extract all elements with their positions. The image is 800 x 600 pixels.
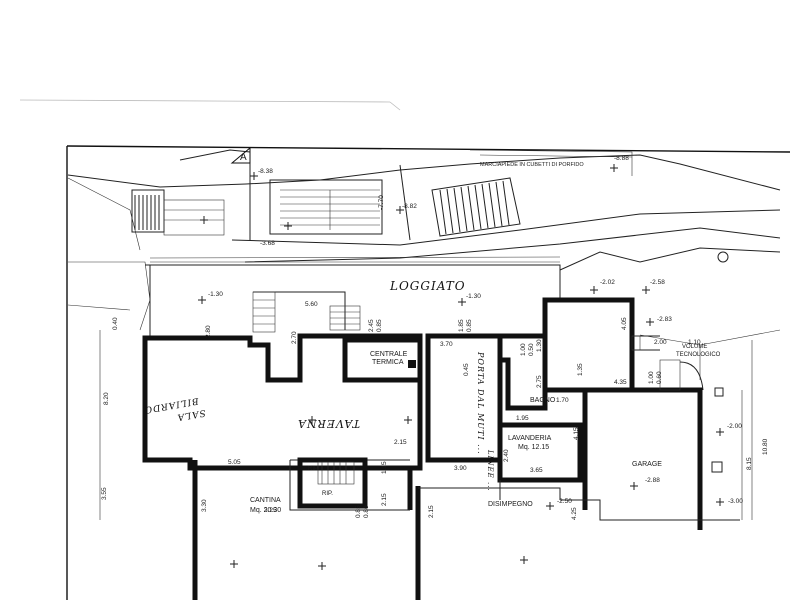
sheet-border-top: [66, 145, 791, 153]
elevation-8-38: -8.38: [258, 168, 273, 175]
room-label-sala: SALA: [176, 407, 206, 422]
elevation-2-83: -2.83: [657, 316, 672, 323]
elevation-8-82: -8.82: [402, 203, 417, 210]
room-label-centrale: CENTRALE: [370, 351, 408, 358]
dim-0-80: 0.80: [363, 505, 370, 518]
dim-1-85: 1.85: [458, 319, 465, 332]
dim-3-70: 3.70: [440, 341, 453, 348]
room-label-tecnologico: TECNOLOGICO: [676, 352, 721, 358]
dim-2-15-c: 2.15: [428, 505, 435, 518]
room-label-rip-2: RIP.: [322, 491, 333, 497]
room-label-disimpegno: DISIMPEGNO: [488, 501, 533, 508]
room-area-lavanderia: Mq. 12.15: [518, 444, 549, 451]
ramp: [431, 177, 521, 237]
elevation-2-58: -2.58: [650, 279, 665, 286]
elevation-5-60: 5.60: [305, 301, 318, 308]
dim-2-45: 2.45: [368, 319, 375, 332]
dim-3-90: 3.90: [454, 465, 467, 472]
dim-10-80: 10.80: [762, 438, 769, 455]
room-label-volume: VOLUME: [682, 344, 707, 350]
central-stair: [269, 179, 383, 235]
handwritten-note: PORTA DAL MUTI ...: [476, 351, 485, 455]
dim-4-35: 4.35: [614, 379, 627, 386]
elevation-2-88: -2.88: [645, 477, 660, 484]
dim-0-40: 0.40: [112, 317, 119, 330]
dim-3-30: 3.30: [201, 499, 208, 512]
room-label-taverna: TAVERNA: [297, 417, 360, 430]
dim-1-70: 1.70: [556, 397, 569, 404]
elevation-1-30-b: -1.30: [466, 293, 481, 300]
dim-0-45: 0.45: [463, 363, 470, 376]
dim-5-05: 5.05: [228, 459, 241, 466]
dim-1-00-b: 1.00: [648, 371, 655, 384]
dim-0-85-c: 0.85: [355, 505, 362, 518]
dim-1-10: 1.10: [688, 339, 701, 346]
elevation-3-00: -3.00: [728, 498, 743, 505]
dim-2-00: 2.00: [654, 339, 667, 346]
elevation-2-50: -2.50: [557, 498, 572, 505]
dim-1-30: 1.30: [536, 339, 543, 352]
room-label-termica: TERMICA: [372, 359, 404, 366]
elevation-1-30-a: -1.30: [208, 291, 223, 298]
dim-1-15: 1.15: [381, 461, 388, 474]
room-label-lavanderia: LAVANDERIA: [508, 435, 552, 442]
dim-3-55: 3.55: [101, 487, 108, 500]
elevation-7-70: -7.70: [378, 195, 385, 210]
dim-2-80: 2.80: [205, 325, 212, 338]
room-label-cantina: CANTINA: [250, 497, 281, 504]
dim-2-15-a: 2.15: [394, 439, 407, 446]
dim-1-95: 1.95: [516, 415, 529, 422]
dim-1-00: 1.00: [520, 343, 527, 356]
dim-8-15: 8.15: [746, 457, 753, 470]
dim-4-25: 4.25: [571, 507, 578, 520]
section-marker-label: A: [240, 152, 247, 163]
elevation-3-68: -3.68: [260, 240, 275, 247]
dimension-labels: 0.40 2.80 2.70 2.45 0.85 1.85 0.85 3.70 …: [101, 317, 769, 520]
dim-2-70: 2.70: [291, 331, 298, 344]
dim-2-75: 2.75: [536, 375, 543, 388]
sidewalk-label: MARCIAPIEDE IN CUBETTI DI PORFIDO: [480, 162, 584, 168]
dim-2-40: 2.40: [503, 449, 510, 462]
section-marker: A: [230, 146, 251, 164]
dim-3-65: 3.65: [530, 467, 543, 474]
scan-line-tail: [389, 101, 401, 111]
elevation-2-00: -2.00: [727, 423, 742, 430]
elevation-2-02: -2.02: [600, 279, 615, 286]
tree-marker: [717, 251, 729, 263]
scan-line: [19, 99, 391, 103]
dim-0-85-a: 0.85: [376, 319, 383, 332]
room-area-cantina: Mq. 20.30: [250, 507, 281, 514]
room-label-bagno: BAGNO: [530, 397, 556, 404]
handwritten-note-2: LINEE ...: [486, 449, 494, 492]
building-walls: [99, 264, 753, 600]
dim-2-15-b: 2.15: [381, 493, 388, 506]
dim-4-05: 4.05: [621, 317, 628, 330]
dim-3-25: 3.25: [264, 507, 277, 514]
room-label-loggiato: LOGGIATO: [389, 279, 466, 293]
dim-0-85-b: 0.85: [466, 319, 473, 332]
room-label-garage: GARAGE: [632, 461, 662, 468]
room-label-rip-1: RIP.: [308, 466, 319, 472]
dim-0-50: 0.50: [528, 343, 535, 356]
dim-8-20: 8.20: [103, 392, 110, 405]
exterior-top: [67, 149, 781, 380]
dim-1-35: 1.35: [577, 363, 584, 376]
elevation-8-88: -8.88: [614, 155, 629, 162]
dim-0-60: 0.60: [656, 371, 663, 384]
dim-4-15: 4.15: [573, 427, 580, 440]
elevation-marks: -8.38 -8.88 -7.70 -8.82 -3.68 -1.30 -1.3…: [198, 155, 743, 570]
